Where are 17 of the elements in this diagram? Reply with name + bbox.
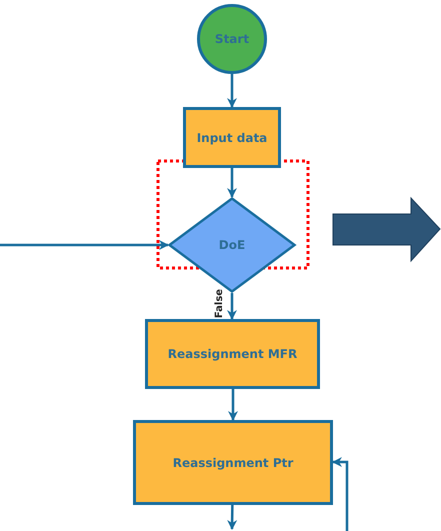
arrow	[0, 240, 169, 250]
start-circle	[197, 4, 267, 74]
process-box	[145, 319, 320, 389]
node-label: DoE	[218, 238, 246, 252]
arrow	[332, 457, 348, 531]
node-label: Reassignment MFR	[168, 347, 298, 361]
node-label: Input data	[196, 130, 268, 144]
node-label: Reassignment Ptr	[172, 456, 294, 470]
arrow	[228, 389, 238, 421]
edge-label: False	[214, 288, 225, 318]
arrow	[227, 504, 238, 530]
arrow	[227, 168, 237, 198]
arrow	[227, 293, 237, 320]
arrow	[227, 74, 237, 108]
process-box	[133, 420, 333, 505]
node-label: Start	[214, 32, 250, 46]
process-box	[183, 107, 281, 168]
